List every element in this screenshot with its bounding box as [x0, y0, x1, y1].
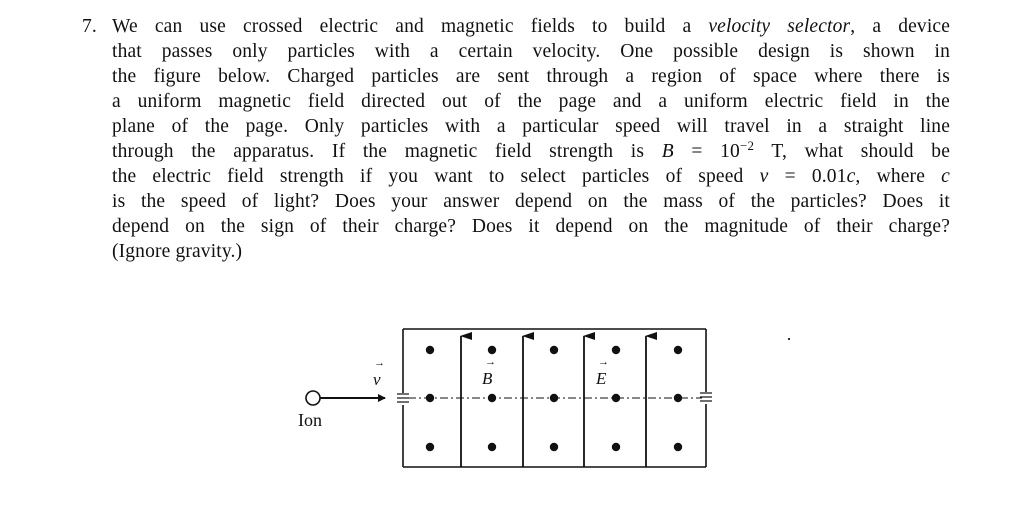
term-velocity-selector: velocity selector: [708, 16, 851, 37]
apparatus-box: [397, 328, 712, 468]
problem-line-1: We can use crossed electric and magnetic…: [112, 16, 950, 37]
problem-number: 7.: [82, 16, 97, 37]
magnetic-field-dots: [425, 345, 683, 452]
vector-arrow-icon: →: [485, 356, 496, 368]
problem-line-9: depend on the sign of their charge? Does…: [112, 216, 950, 237]
problem-line-4: a uniform magnetic field directed out of…: [112, 91, 950, 112]
problem-line-6: through the apparatus. If the magnetic f…: [112, 138, 950, 162]
electric-field-label: → E: [596, 356, 609, 388]
problem-line-3: the figure below. Charged particles are …: [112, 66, 950, 87]
vector-arrow-icon: →: [598, 356, 609, 368]
var-c: c: [941, 166, 950, 187]
vector-arrow-icon: →: [374, 357, 385, 369]
magnetic-field-label: → B: [482, 356, 496, 388]
velocity-label: → v: [373, 357, 385, 389]
var-B: B: [661, 141, 674, 162]
var-v: v: [759, 166, 769, 187]
ion-label: Ion: [298, 410, 322, 430]
problem-line-2: that passes only particles with a certai…: [112, 41, 950, 62]
problem-line-8: is the speed of light? Does your answer …: [112, 191, 950, 212]
ion-circle: [305, 390, 321, 406]
problem-line-7: the electric field strength if you want …: [112, 166, 950, 187]
electric-field-lines: [460, 332, 657, 467]
problem-line-5: plane of the page. Only particles with a…: [112, 116, 950, 137]
problem-line-10: (Ignore gravity.): [112, 241, 243, 262]
